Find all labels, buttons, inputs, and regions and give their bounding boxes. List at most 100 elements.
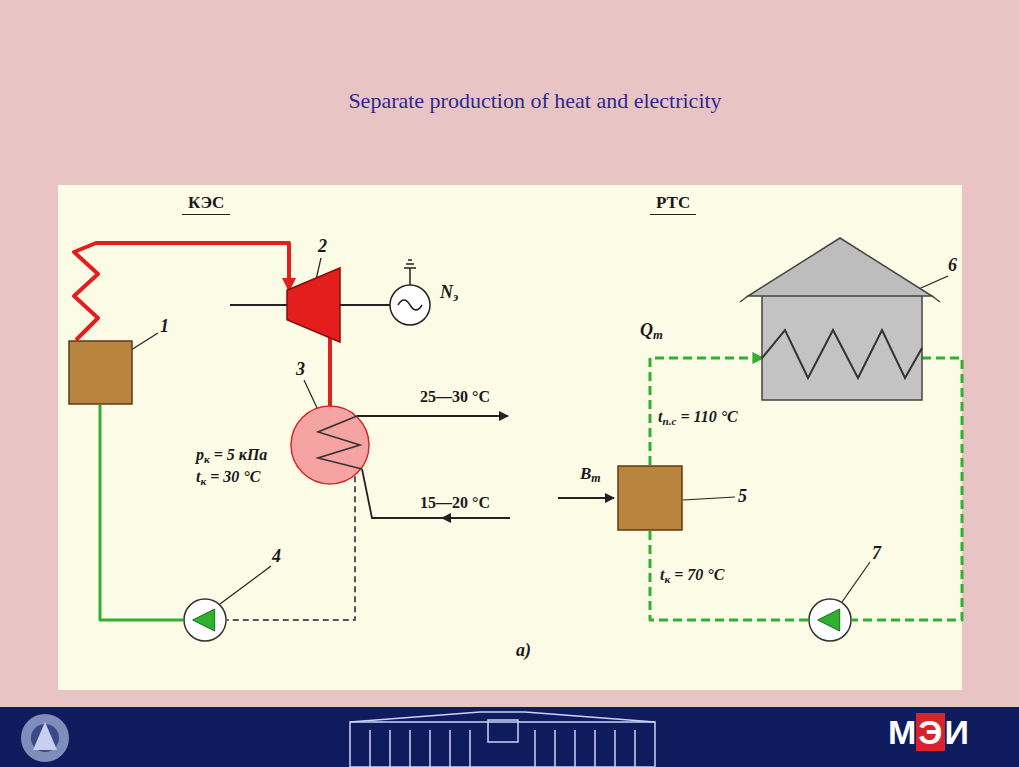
terminal-bar bbox=[404, 267, 416, 269]
building-roof bbox=[748, 238, 932, 296]
subscript-part: п.с bbox=[662, 415, 676, 427]
flow-line bbox=[227, 476, 355, 620]
boiler-body bbox=[69, 341, 132, 404]
plant-heading: КЭС bbox=[182, 193, 230, 215]
node-outline bbox=[808, 598, 852, 642]
water-out-line bbox=[357, 415, 508, 417]
node-outline bbox=[183, 598, 227, 642]
temperature-label: tп.с = 110 °C bbox=[658, 408, 738, 428]
fuel-symbol: Bт bbox=[580, 464, 601, 486]
text-part: N bbox=[440, 282, 453, 302]
terminal-bar bbox=[406, 263, 414, 265]
generator-circle bbox=[390, 285, 430, 325]
text-part: И bbox=[945, 713, 969, 751]
text-part: t bbox=[660, 566, 664, 583]
turbine-body bbox=[287, 268, 340, 342]
cooling-water bbox=[357, 416, 510, 518]
cooling-coil bbox=[318, 416, 362, 469]
condenser-body bbox=[291, 406, 369, 484]
roof-eave bbox=[740, 296, 940, 302]
connector-group bbox=[74, 243, 962, 620]
leader-line bbox=[683, 497, 735, 500]
subscript-part: т bbox=[591, 471, 600, 485]
pump-triangle bbox=[193, 609, 215, 631]
emblem-disc bbox=[21, 714, 69, 762]
callout-number: 2 bbox=[318, 236, 327, 257]
pump-body bbox=[809, 599, 851, 641]
terminal-line bbox=[409, 268, 411, 285]
subscript-part: к bbox=[664, 573, 670, 585]
subscript-part: к bbox=[204, 453, 210, 465]
leader-lines bbox=[112, 258, 948, 604]
building-columns bbox=[370, 730, 635, 767]
flow-line bbox=[74, 243, 289, 340]
building-symbol: 6 bbox=[740, 238, 940, 400]
logo-text: МЭИ bbox=[888, 713, 969, 752]
emblem-mark bbox=[33, 722, 57, 750]
plant-heading: РТС bbox=[650, 193, 696, 215]
footer-bar bbox=[0, 707, 1019, 767]
temperature-label: 25—30 °C bbox=[420, 388, 490, 406]
subfigure-label: a) bbox=[516, 640, 531, 661]
callout-number: 6 bbox=[948, 255, 957, 276]
building-logo bbox=[350, 712, 655, 767]
radiator-coil bbox=[762, 330, 922, 378]
subscript-part: т bbox=[653, 328, 663, 342]
callout-number: 7 bbox=[872, 543, 881, 564]
text-part: = 5 кПа bbox=[210, 446, 268, 463]
node-outline bbox=[68, 340, 133, 405]
boiler-box: 5 bbox=[617, 465, 683, 531]
node-outline bbox=[290, 405, 370, 485]
pressure-label: pк = 5 кПа bbox=[196, 446, 267, 466]
shaft-line bbox=[230, 304, 288, 306]
generator-sine bbox=[398, 300, 422, 310]
text-part: = 70 °C bbox=[670, 566, 724, 583]
callout-number: 5 bbox=[738, 486, 747, 507]
text-part: B bbox=[580, 464, 591, 483]
building-outline bbox=[350, 722, 655, 767]
flow-line bbox=[650, 531, 808, 620]
highlight-part: Э bbox=[916, 713, 944, 751]
temperature-label: tк = 30 °C bbox=[196, 468, 260, 488]
subscript-part: к bbox=[200, 475, 206, 487]
figure-panel bbox=[58, 185, 962, 690]
building-wall bbox=[762, 290, 922, 400]
text-part: t bbox=[658, 408, 662, 425]
node-outline bbox=[617, 465, 683, 531]
boiler-box: 1 bbox=[68, 340, 133, 405]
node-outline bbox=[740, 238, 940, 400]
callout-number: 1 bbox=[160, 316, 169, 337]
subscript-part: э bbox=[453, 290, 458, 304]
flow-line bbox=[650, 358, 762, 465]
temperature-label: tк = 70 °C bbox=[660, 566, 724, 586]
heat-symbol: Qт bbox=[640, 320, 663, 343]
flow-line bbox=[328, 337, 332, 406]
text-part: = 30 °C bbox=[206, 468, 260, 485]
boiler-body bbox=[618, 466, 682, 530]
text-part: = 110 °C bbox=[676, 408, 737, 425]
pump-triangle bbox=[818, 609, 840, 631]
power-symbol: Nэ bbox=[440, 282, 458, 305]
temperature-label: 15—20 °C bbox=[420, 494, 490, 512]
callout-number: 3 bbox=[296, 359, 305, 380]
leader-line bbox=[220, 566, 271, 604]
text-part: p bbox=[196, 446, 204, 463]
leader-line bbox=[304, 380, 318, 410]
shaft-line bbox=[339, 304, 390, 306]
water-in-line bbox=[442, 517, 510, 519]
text-part: Q bbox=[640, 320, 653, 340]
emblem-logo bbox=[21, 714, 69, 762]
node-outline bbox=[287, 268, 340, 342]
callout-number: 4 bbox=[272, 546, 281, 567]
text-part: М bbox=[888, 713, 916, 751]
pump-symbol: 7 bbox=[808, 598, 852, 642]
text-part: t bbox=[196, 468, 200, 485]
pump-body bbox=[184, 599, 226, 641]
condenser-circle: 3 bbox=[290, 405, 370, 485]
terminal-bar bbox=[408, 259, 412, 261]
turbine-symbol: 2 bbox=[287, 268, 340, 342]
building-portal bbox=[488, 720, 518, 742]
fuel-arrow bbox=[558, 497, 614, 499]
